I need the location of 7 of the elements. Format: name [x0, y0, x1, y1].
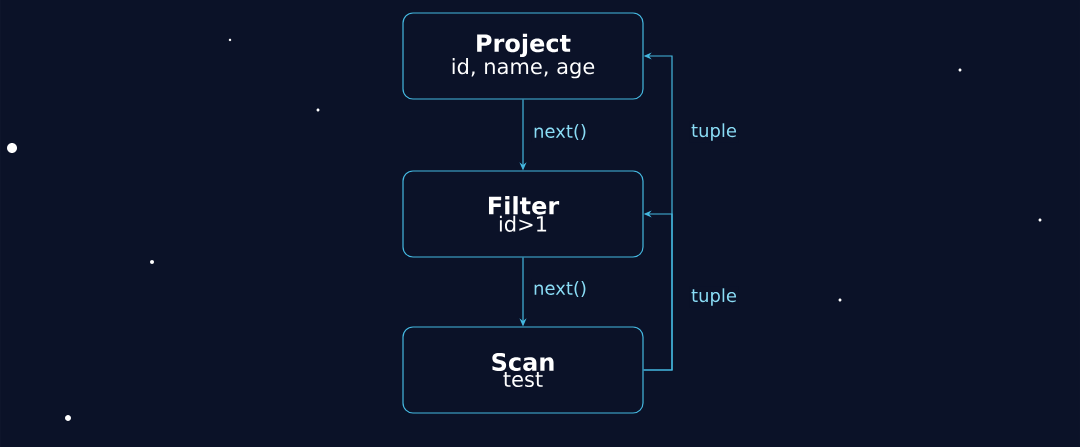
- edge-label: next(): [531, 279, 589, 299]
- process-box: Scan test: [402, 326, 644, 414]
- process-box: Filter id>1: [402, 170, 644, 258]
- process-box: Project id, name, age: [402, 12, 644, 100]
- edge-label: tuple: [689, 286, 739, 308]
- edge-label: next(): [531, 122, 589, 142]
- edge-label: tuple: [689, 121, 739, 143]
